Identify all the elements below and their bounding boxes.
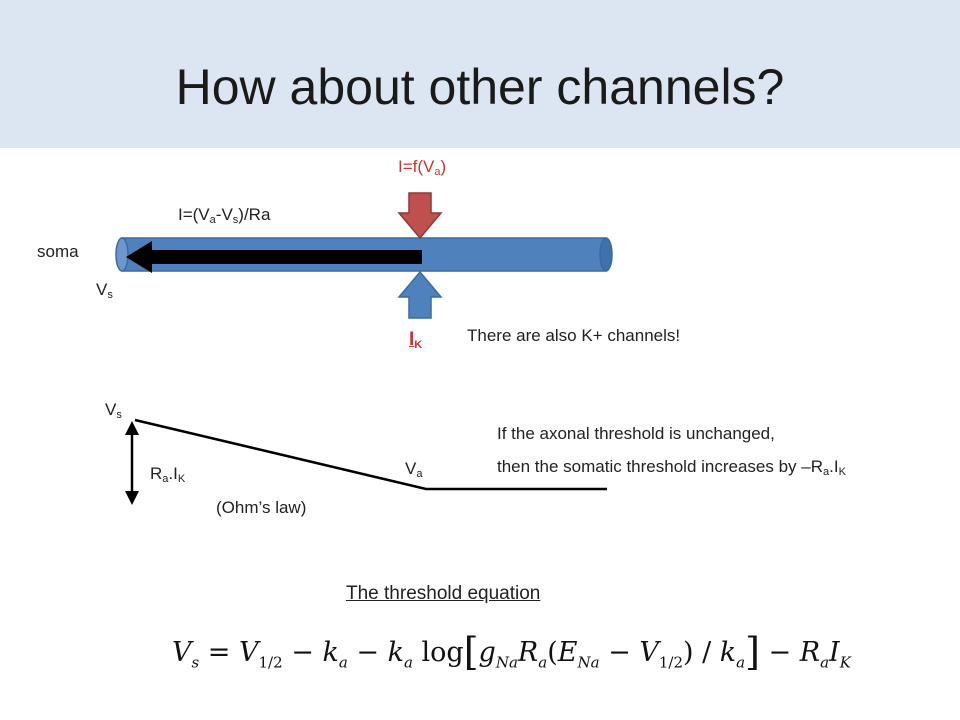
- threshold-equation: Vs = V1/2 − ka − ka log[gNaRa(ENa − V1/2…: [172, 630, 851, 674]
- ohm-law-label: (Ohm’s law): [216, 498, 307, 517]
- equation-heading: The threshold equation: [346, 583, 541, 604]
- slide-title: How about other channels?: [175, 59, 785, 115]
- conclusion-line-1: If the axonal threshold is unchanged,: [497, 424, 775, 443]
- k-channel-note: There are also K+ channels!: [467, 326, 681, 345]
- axial-current-label: I=(Va-Vs)/Ra: [178, 205, 271, 226]
- title-banner: [0, 0, 960, 148]
- na-current-arrow: [397, 192, 443, 240]
- voltage-drop-label: Ra.IK: [150, 464, 186, 485]
- voltage-profile-line: [134, 418, 607, 491]
- voltage-drop-arrow: [125, 421, 139, 505]
- k-current-arrow: [397, 270, 443, 319]
- k-current-label: IK: [409, 329, 423, 351]
- vs-label-profile: Vs: [105, 400, 122, 421]
- soma-label: soma: [37, 242, 79, 261]
- conclusion-line-2: then the somatic threshold increases by …: [497, 457, 846, 478]
- vs-label-top: Vs: [96, 280, 113, 301]
- na-current-label: I=f(Va): [398, 157, 447, 178]
- va-label-profile: Va: [405, 459, 423, 480]
- axial-current-arrow: [126, 241, 422, 273]
